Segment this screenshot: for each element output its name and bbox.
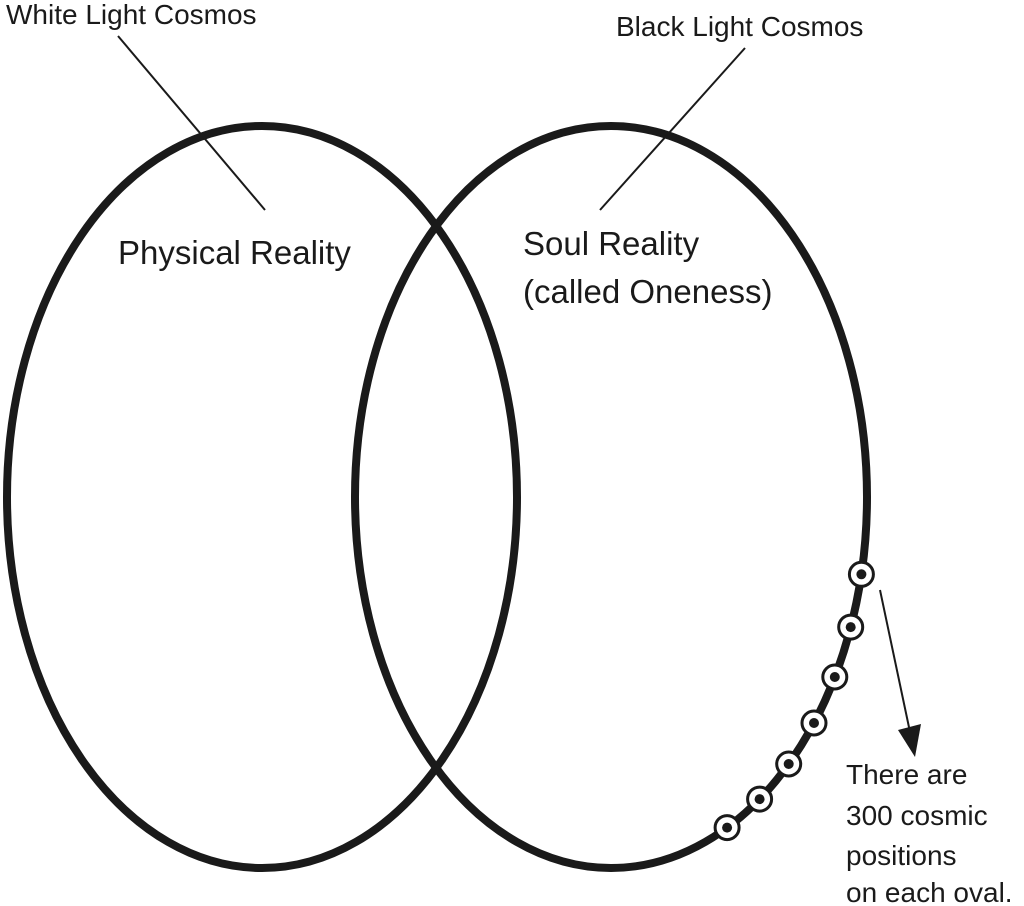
- black-light-cosmos-label: Black Light Cosmos: [616, 11, 863, 42]
- white-light-pointer-line: [117, 35, 266, 211]
- cosmic-position-marker-dot: [722, 822, 733, 833]
- note-line-2: 300 cosmic: [846, 800, 988, 831]
- black-light-pointer-line: [599, 47, 746, 211]
- note-line-1: There are: [846, 759, 967, 790]
- cosmic-position-marker-dot: [809, 718, 819, 728]
- note-line-3: positions: [846, 840, 957, 871]
- cosmic-position-marker-dot: [856, 569, 867, 580]
- note-line-4: on each oval.: [846, 877, 1013, 906]
- note-arrow-line: [879, 589, 911, 733]
- white-light-cosmos-label: White Light Cosmos: [6, 0, 257, 30]
- cosmic-position-marker-dot: [845, 622, 856, 633]
- called-oneness-label: (called Oneness): [523, 273, 772, 310]
- note-arrowhead: [898, 724, 921, 757]
- cosmic-position-markers: [713, 560, 875, 842]
- cosmic-position-marker-dot: [754, 794, 765, 805]
- black-light-oval: [351, 122, 871, 872]
- cosmic-position-marker-dot: [783, 759, 794, 769]
- physical-reality-label: Physical Reality: [118, 234, 351, 271]
- cosmic-position-marker-dot: [829, 672, 840, 682]
- white-light-oval: [3, 122, 521, 872]
- soul-reality-label: Soul Reality: [523, 225, 700, 262]
